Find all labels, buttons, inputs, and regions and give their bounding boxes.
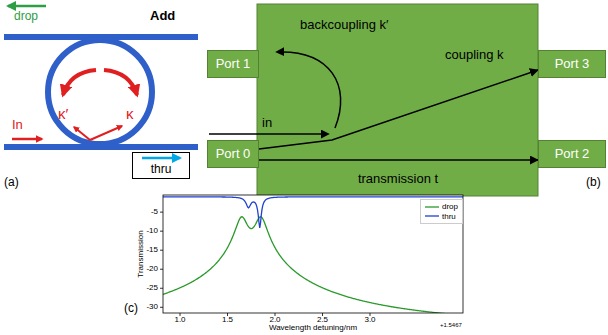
tick-label: -15 — [146, 246, 158, 254]
arrow-label: in — [262, 116, 272, 129]
tick-label: 2.0 — [269, 316, 280, 324]
tick-label: -25 — [146, 284, 158, 292]
edge-label: coupling k — [445, 48, 504, 61]
symbol-label: κ′ — [58, 106, 68, 121]
output-box: thru — [132, 152, 190, 179]
tick-mark — [160, 212, 163, 213]
tick-mark — [160, 288, 163, 289]
axis-title: Transmission — [137, 230, 145, 277]
port-label: drop — [14, 10, 38, 22]
cw-mode-arrow — [104, 70, 137, 95]
panel-letter: (a) — [4, 176, 19, 188]
tick-label: -5 — [151, 208, 158, 216]
legend-text: thru — [442, 212, 456, 222]
signal-arrow — [259, 70, 538, 149]
tick-label: 3.0 — [364, 316, 375, 324]
port-box: Port 0 — [207, 140, 259, 168]
tick-label: 1.5 — [222, 316, 233, 324]
bus-waveguide — [4, 144, 198, 150]
port-box: Port 3 — [538, 50, 606, 78]
plot-curves — [163, 197, 463, 313]
plot-frame — [163, 195, 463, 313]
device-box — [257, 4, 538, 196]
node-text: thru — [151, 163, 172, 176]
thru-arrow — [142, 157, 180, 160]
signal-arrow — [259, 159, 538, 161]
panel-letter: (b) — [586, 176, 601, 188]
legend-row: drop — [425, 202, 458, 212]
chart-legend: dropthru — [420, 199, 463, 224]
axis-offset: +1.5467 — [440, 322, 462, 328]
tick-label: -20 — [146, 265, 158, 273]
tick-mark — [160, 269, 163, 270]
panel-letter: (c) — [124, 302, 138, 314]
legend-sample — [425, 213, 439, 219]
tick-mark — [160, 250, 163, 251]
node-text: Port 2 — [555, 147, 590, 161]
coupling-leader — [90, 126, 122, 140]
tick-label: 2.5 — [317, 316, 328, 324]
legend-sample — [425, 204, 439, 210]
backcoupling-leader — [74, 127, 90, 140]
drop-arrow — [8, 5, 46, 8]
axis-ticks — [160, 212, 370, 316]
axis-title: Wavelength detuning/nm — [269, 324, 357, 332]
backcoupling-arrow — [277, 52, 341, 128]
arrow-label: backcoupling k′ — [300, 18, 388, 31]
node-text: Port 3 — [555, 57, 590, 71]
legend-text: drop — [442, 202, 458, 212]
tick-label: 1.0 — [174, 316, 185, 324]
port-label: Add — [150, 9, 175, 22]
tick-label: -10 — [146, 227, 158, 235]
tick-label: -30 — [146, 303, 158, 311]
node-text: Port 0 — [216, 147, 251, 161]
drop-curve — [163, 217, 463, 313]
port-box: Port 2 — [538, 140, 606, 168]
ring-resonator — [48, 40, 152, 144]
ccw-mode-arrow — [63, 70, 96, 95]
plot-ground — [163, 195, 463, 313]
tick-mark — [160, 231, 163, 232]
legend-row: thru — [425, 212, 458, 222]
thru-curve — [163, 197, 463, 228]
tick-mark — [160, 307, 163, 308]
edge-label: transmission t — [358, 172, 438, 185]
symbol-label: κ — [126, 106, 134, 121]
in-arrow — [209, 133, 328, 135]
node-text: Port 1 — [216, 57, 251, 71]
input-arrow — [12, 138, 42, 141]
port-box: Port 1 — [207, 50, 259, 78]
port-label: In — [12, 118, 23, 131]
